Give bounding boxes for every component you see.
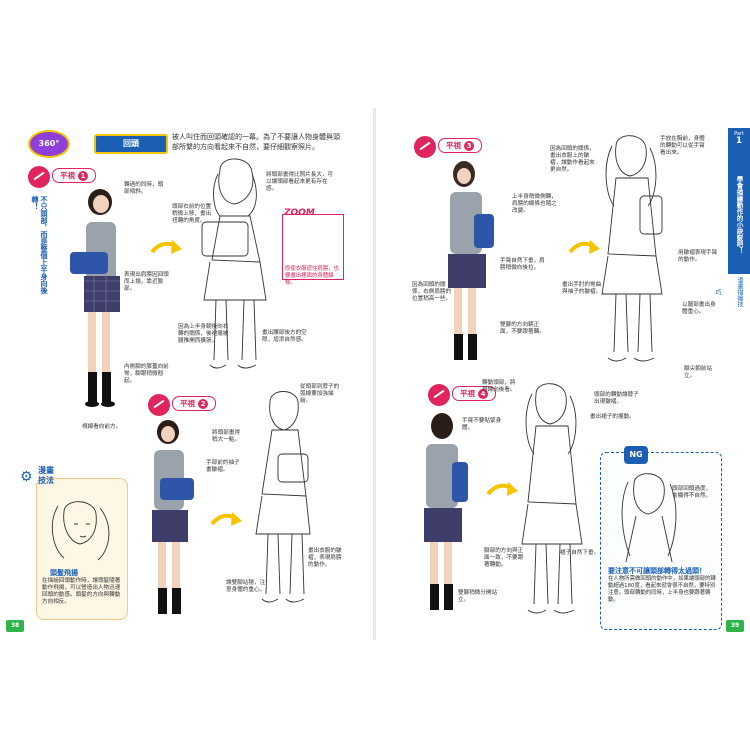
chapter-side-tab: Part 1 學會描繪動作的小訣竅吧！ 漫畫描繪技巧: [714, 128, 750, 308]
photo-pose-2: [152, 420, 194, 614]
logo-360: 360°: [28, 130, 70, 158]
ng-illustration: [621, 473, 677, 562]
section-tag: 回頭: [94, 134, 168, 154]
book-gutter: [373, 108, 376, 640]
pose-angle-icon: [148, 394, 170, 416]
left-vertical-note: 不只頭部，而是整個上半身向後轉！: [31, 196, 48, 294]
pose-number: 3: [464, 140, 474, 151]
note-text: 將頭部畫得比照片長大，可以讓頭部看起來更有存在感。: [266, 172, 334, 192]
manga-tip-caption: 頭髮飛揚: [50, 569, 78, 577]
chapter-title: 學會描繪動作的小訣竅吧！: [728, 156, 750, 274]
note-text: 手部前的袖子畫皺褶。: [206, 460, 240, 473]
gear-icon: ⚙: [20, 469, 33, 485]
photo-pose-1: [70, 189, 120, 407]
sketch-pose-4: [521, 383, 583, 614]
note-text: 轉動頭部，將視線向後看。: [482, 380, 516, 393]
zoom-label: ZOOM: [284, 208, 315, 218]
zoom-note: 即使衣服遮住肩膀，也要畫出裡面的身體線條。: [285, 266, 339, 286]
pose-badge-4: 平視 4: [452, 386, 496, 401]
note-text: 表現出肩膀因回頭而上揚，靠近臉部。: [124, 272, 169, 292]
pose-badge-3: 平視 3: [438, 138, 482, 153]
chapter-subtitle: 漫畫描繪技巧: [714, 276, 750, 308]
note-text: 從頭部到脖子的弧線要加強描繪。: [300, 384, 340, 404]
note-text: 內側腳的膝蓋向前彎，腳跟稍微翹起。: [124, 364, 169, 384]
ng-badge: NG: [624, 446, 648, 464]
arrow-right-icon: [486, 482, 518, 496]
note-text: 用皺褶表現手臂的動作。: [678, 250, 718, 263]
note-text: 轉過的同時，頭部傾斜。: [124, 182, 164, 195]
part-number: 1: [735, 136, 743, 146]
ng-side-note: 頭部回頭過度，會顯得不自然。: [672, 486, 712, 499]
note-text: 因為回頭的關係，右側肩膀的位置稍高一些。: [412, 282, 452, 302]
pose-badge-2: 平視 2: [172, 396, 216, 411]
note-text: 裙子自然下垂。: [560, 550, 600, 556]
note-text: 頭部的轉動讓脖子出現皺褶。: [594, 392, 639, 405]
manga-tip-title-2: 技法: [38, 476, 54, 485]
note-text: 腳尖朝前站立。: [684, 366, 712, 379]
note-text: 讓雙腳站穩，注意身體的重心。: [226, 580, 266, 593]
manga-tip-header: ⚙ 漫畫 技法: [20, 465, 90, 489]
manga-tip-body: 在描繪回頭動作時，讓頭髮隨著動作飛揚，可以營造出人物迅速回頭的動感。頭髮的方向與…: [42, 578, 121, 605]
note-text: 上半身稍微側轉，肩膀的線條也隨之改變。: [512, 194, 557, 214]
pose-angle-icon: [28, 166, 50, 188]
pose-label: 平視: [446, 141, 461, 150]
sketch-pose-1: [201, 158, 267, 369]
arrow-right-icon: [150, 240, 182, 254]
note-text: 手放在胸前，身體的轉動可以從手臂看出來。: [660, 136, 705, 156]
note-text: 因為回頭的關係，畫出衣服上的皺褶，讓動作看起來更自然。: [550, 146, 595, 173]
photo-pose-3: [448, 161, 494, 360]
note-text: 手臂自然下垂，肩膀稍微向後拉。: [500, 258, 545, 271]
note-text: 畫出手肘的彎曲與袖子的皺褶。: [562, 282, 602, 295]
note-text: 視線看向前方。: [82, 424, 122, 430]
part-text: Part: [734, 131, 744, 137]
pose-label: 平視: [460, 389, 475, 398]
ng-caption: 要注意不可讓頭部轉得太過頭！: [608, 567, 706, 575]
zoom-detail-box: [282, 214, 344, 280]
note-text: 因為上半身朝後向右轉的關係，後裙擺被腿推開而擴張。: [178, 324, 229, 344]
pose-number: 1: [78, 170, 88, 181]
photo-pose-4: [424, 413, 468, 610]
manga-tip-title-1: 漫畫: [38, 466, 54, 475]
pose-label: 平視: [180, 399, 195, 408]
note-text: 畫出腰部後方的空隙，增添自然感。: [262, 330, 307, 343]
pose-label: 平視: [60, 171, 75, 180]
page-number-left: 38: [6, 620, 24, 632]
note-text: 雙腳稍微分開站立。: [458, 590, 498, 603]
note-text: 頭部右前的位置稍微上移，畫出扭轉的角度。: [172, 204, 212, 224]
sketch-pose-2: [255, 391, 311, 603]
manga-illustration: [51, 501, 110, 561]
note-text: 手臂不要貼緊身體。: [462, 418, 502, 431]
note-text: 以腿部畫出身體重心。: [682, 302, 716, 315]
note-text: 畫出衣服的皺褶，表現肩膀的動作。: [308, 548, 342, 568]
ng-description: 在人物所需做回頭的動作中，如果讓頭部的轉動超過180度，看起來就會很不自然，要特…: [608, 576, 716, 603]
note-text: 雙腳的方向朝正面，不要跟著轉。: [500, 322, 545, 335]
pose-angle-icon: [414, 136, 436, 158]
note-text: 畫出裙子的擺動。: [590, 414, 635, 420]
ng-example-box: [600, 452, 722, 630]
sketch-pose-3: [601, 135, 663, 362]
part-label: Part 1: [728, 128, 750, 156]
page-number-right: 39: [726, 620, 744, 632]
note-text: 將頭部畫得稍大一點。: [212, 430, 240, 443]
intro-text: 被人叫住而回頭確認的一幕。為了不要讓人物身體與頭部所繫的方向看起來不自然，要仔細…: [172, 133, 340, 151]
pose-angle-icon: [428, 384, 450, 406]
note-text: 腳部的方向與正面一致，不要跟著轉動。: [484, 548, 524, 568]
arrow-right-icon: [210, 512, 242, 526]
arrow-right-icon: [568, 240, 600, 254]
pose-number: 2: [198, 398, 208, 409]
pose-number: 4: [478, 388, 488, 399]
pose-badge-1: 平視 1: [52, 168, 96, 183]
